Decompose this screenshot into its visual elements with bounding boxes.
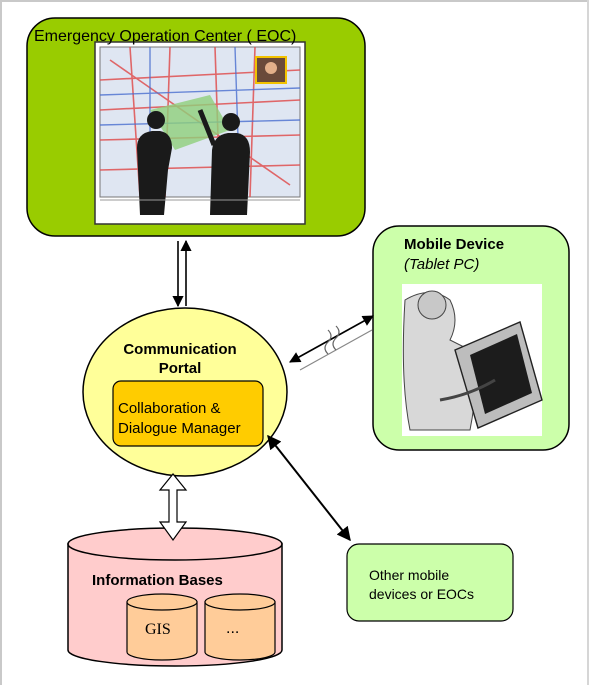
gis-label: GIS: [145, 621, 171, 638]
frame-left-border: [0, 0, 2, 685]
other-database-cylinder: [204, 593, 276, 661]
manager-line2: Dialogue Manager: [118, 420, 241, 437]
portal-title-line2: Portal: [158, 360, 202, 377]
frame-right-border: [587, 0, 589, 685]
frame-top-border: [0, 0, 589, 2]
information-bases-title: Information Bases: [92, 572, 223, 589]
eoc-portal-arrow: [172, 239, 192, 308]
collaboration-manager-label: Collaboration & Dialogue Manager: [118, 399, 268, 439]
mobile-portal-wireless-arrow: [289, 315, 374, 371]
tablet-user-image: [402, 284, 543, 436]
mobile-device-title: Mobile Device: [404, 236, 505, 253]
other-db-label: ...: [226, 620, 240, 637]
mobile-device-subtitle: (Tablet PC): [404, 256, 480, 273]
other-line2: devices or EOCs: [369, 586, 475, 602]
other-devices-box: [346, 543, 514, 622]
portal-info-hollow-arrow: [158, 473, 188, 542]
other-devices-label: Other mobile devices or EOCs: [369, 566, 509, 604]
portal-title-line1: Communication: [123, 341, 237, 358]
eoc-title: Emergency Operation Center ( EOC): [34, 28, 297, 45]
manager-line1: Collaboration &: [118, 400, 221, 417]
portal-other-arrow: [267, 434, 351, 542]
collaboration-manager-box: [112, 380, 264, 447]
communication-portal-label: Communication Portal: [100, 340, 260, 378]
other-line1: Other mobile: [369, 567, 450, 583]
eoc-map-image: [94, 41, 306, 225]
gis-database-cylinder: [126, 593, 198, 661]
